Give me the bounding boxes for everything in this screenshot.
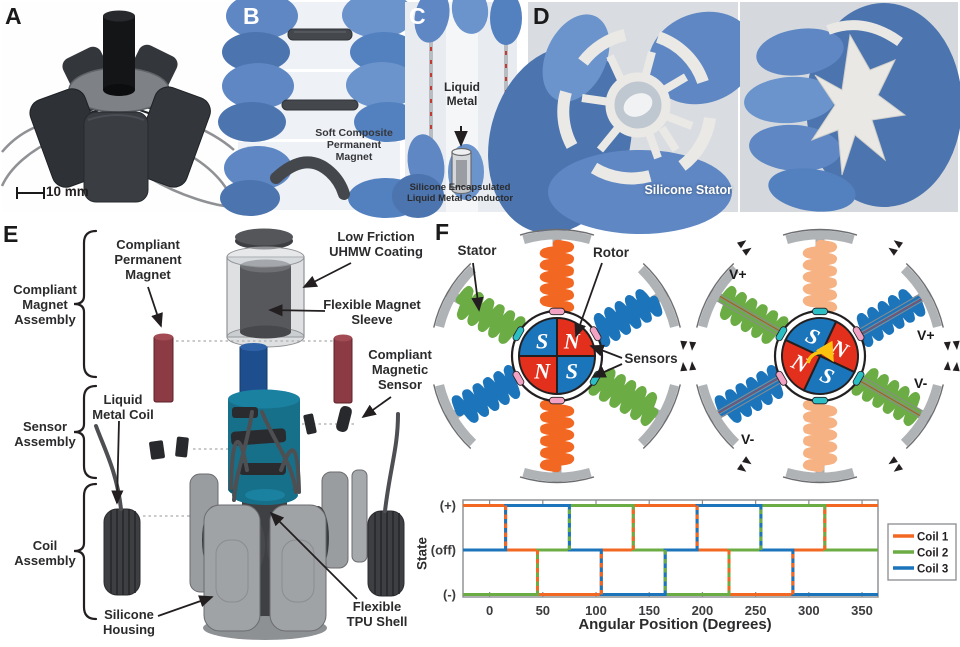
svg-text:200: 200 bbox=[692, 603, 714, 618]
voltage-label-lower-left: V- bbox=[741, 431, 755, 447]
chart-x-axis-label: Angular Position (Degrees) bbox=[578, 616, 772, 633]
assembly-braces bbox=[73, 229, 98, 621]
voltage-label-right-upper: V+ bbox=[917, 327, 935, 343]
panel-d-caption: Silicone Stator bbox=[644, 183, 732, 197]
callout-rotor: Rotor bbox=[593, 245, 629, 260]
voltage-label-right-lower: V- bbox=[914, 375, 928, 391]
callout-stator: Stator bbox=[457, 243, 497, 258]
panel-d-photo-1 bbox=[488, 2, 756, 234]
voltage-label-upper-left: V+ bbox=[729, 266, 747, 282]
panel-d-photo-2 bbox=[740, 2, 960, 212]
callout-low-friction-uhmw-coating: Low Friction UHMW Coating bbox=[329, 229, 423, 260]
svg-text:(off): (off) bbox=[431, 543, 456, 558]
callout-compliant-magnetic-sensor: Compliant Magnetic Sensor bbox=[368, 347, 432, 393]
panel-b-photo bbox=[218, 0, 424, 218]
svg-text:100: 100 bbox=[585, 603, 607, 618]
svg-text:Coil 1: Coil 1 bbox=[917, 532, 949, 544]
svg-text:Coil 3: Coil 3 bbox=[917, 564, 948, 576]
panel-label-d: D bbox=[533, 3, 550, 29]
uhmw-cylinder bbox=[226, 246, 305, 348]
svg-text:S: S bbox=[566, 358, 578, 383]
panel-label-b: B bbox=[243, 3, 260, 29]
f-callout-arrows bbox=[471, 262, 623, 378]
commutation-chart: 0 50 100 150 200 250 300 350 (+) (off) (-) Coil 1 Co… bbox=[431, 498, 957, 618]
svg-text:300: 300 bbox=[798, 603, 820, 618]
svg-text:0: 0 bbox=[486, 603, 493, 618]
silicone-stator-wheel bbox=[557, 29, 716, 185]
magnetic-sensors bbox=[149, 405, 352, 460]
scale-bar bbox=[16, 187, 45, 199]
coil-wires bbox=[229, 410, 301, 502]
compliant-magnets bbox=[153, 333, 353, 404]
svg-text:50: 50 bbox=[536, 603, 550, 618]
magnet-sleeve bbox=[240, 266, 291, 332]
svg-text:(-): (-) bbox=[443, 587, 456, 602]
callout-arrows bbox=[111, 262, 392, 617]
group-label-compliant-magnet-assembly: Compliant Magnet Assembly bbox=[13, 282, 77, 328]
panel-e-exploded-view bbox=[73, 228, 405, 640]
group-label-coil-assembly: Coil Assembly bbox=[14, 538, 76, 569]
svg-text:N: N bbox=[533, 358, 551, 383]
chart-y-axis-label: State bbox=[414, 537, 430, 571]
svg-text:(+): (+) bbox=[440, 498, 456, 513]
chart-legend bbox=[887, 523, 957, 581]
panel-label-e: E bbox=[3, 221, 19, 247]
svg-text:Coil 2: Coil 2 bbox=[917, 548, 948, 560]
callout-flexible-magnet-sleeve: Flexible Magnet Sleeve bbox=[323, 297, 421, 328]
panel-a-photo bbox=[0, 2, 236, 212]
callout-compliant-permanent-magnet: Compliant Permanent Magnet bbox=[114, 237, 182, 283]
svg-text:250: 250 bbox=[745, 603, 767, 618]
scale-bar-label: 10 mm bbox=[46, 184, 89, 199]
svg-text:350: 350 bbox=[851, 603, 873, 618]
panel-label-c: C bbox=[409, 3, 426, 29]
squeezed-stator bbox=[810, 33, 907, 176]
liquid-metal-label: Liquid Metal bbox=[444, 80, 480, 108]
conductor-cylinder-diagram bbox=[451, 147, 472, 194]
panel-label-a: A bbox=[5, 3, 22, 29]
svg-text:S: S bbox=[536, 329, 548, 354]
callout-liquid-metal-coil: Liquid Metal Coil bbox=[92, 392, 154, 423]
group-label-sensor-assembly: Sensor Assembly bbox=[14, 419, 76, 450]
motor-body bbox=[29, 10, 211, 203]
callout-silicone-housing: Silicone Housing bbox=[103, 607, 155, 638]
panel-c-caption: Silicone Encapsulated Liquid Metal Condu… bbox=[406, 182, 514, 205]
housing-assembly bbox=[189, 410, 368, 640]
top-cap bbox=[235, 228, 293, 250]
callout-sensors: Sensors bbox=[624, 351, 678, 366]
panel-b-caption: Soft Composite Permanent Magnet bbox=[315, 127, 393, 164]
callout-flexible-tpu-shell: Flexible TPU Shell bbox=[346, 599, 408, 630]
svg-text:150: 150 bbox=[638, 603, 660, 618]
panel-label-f: F bbox=[435, 219, 450, 245]
